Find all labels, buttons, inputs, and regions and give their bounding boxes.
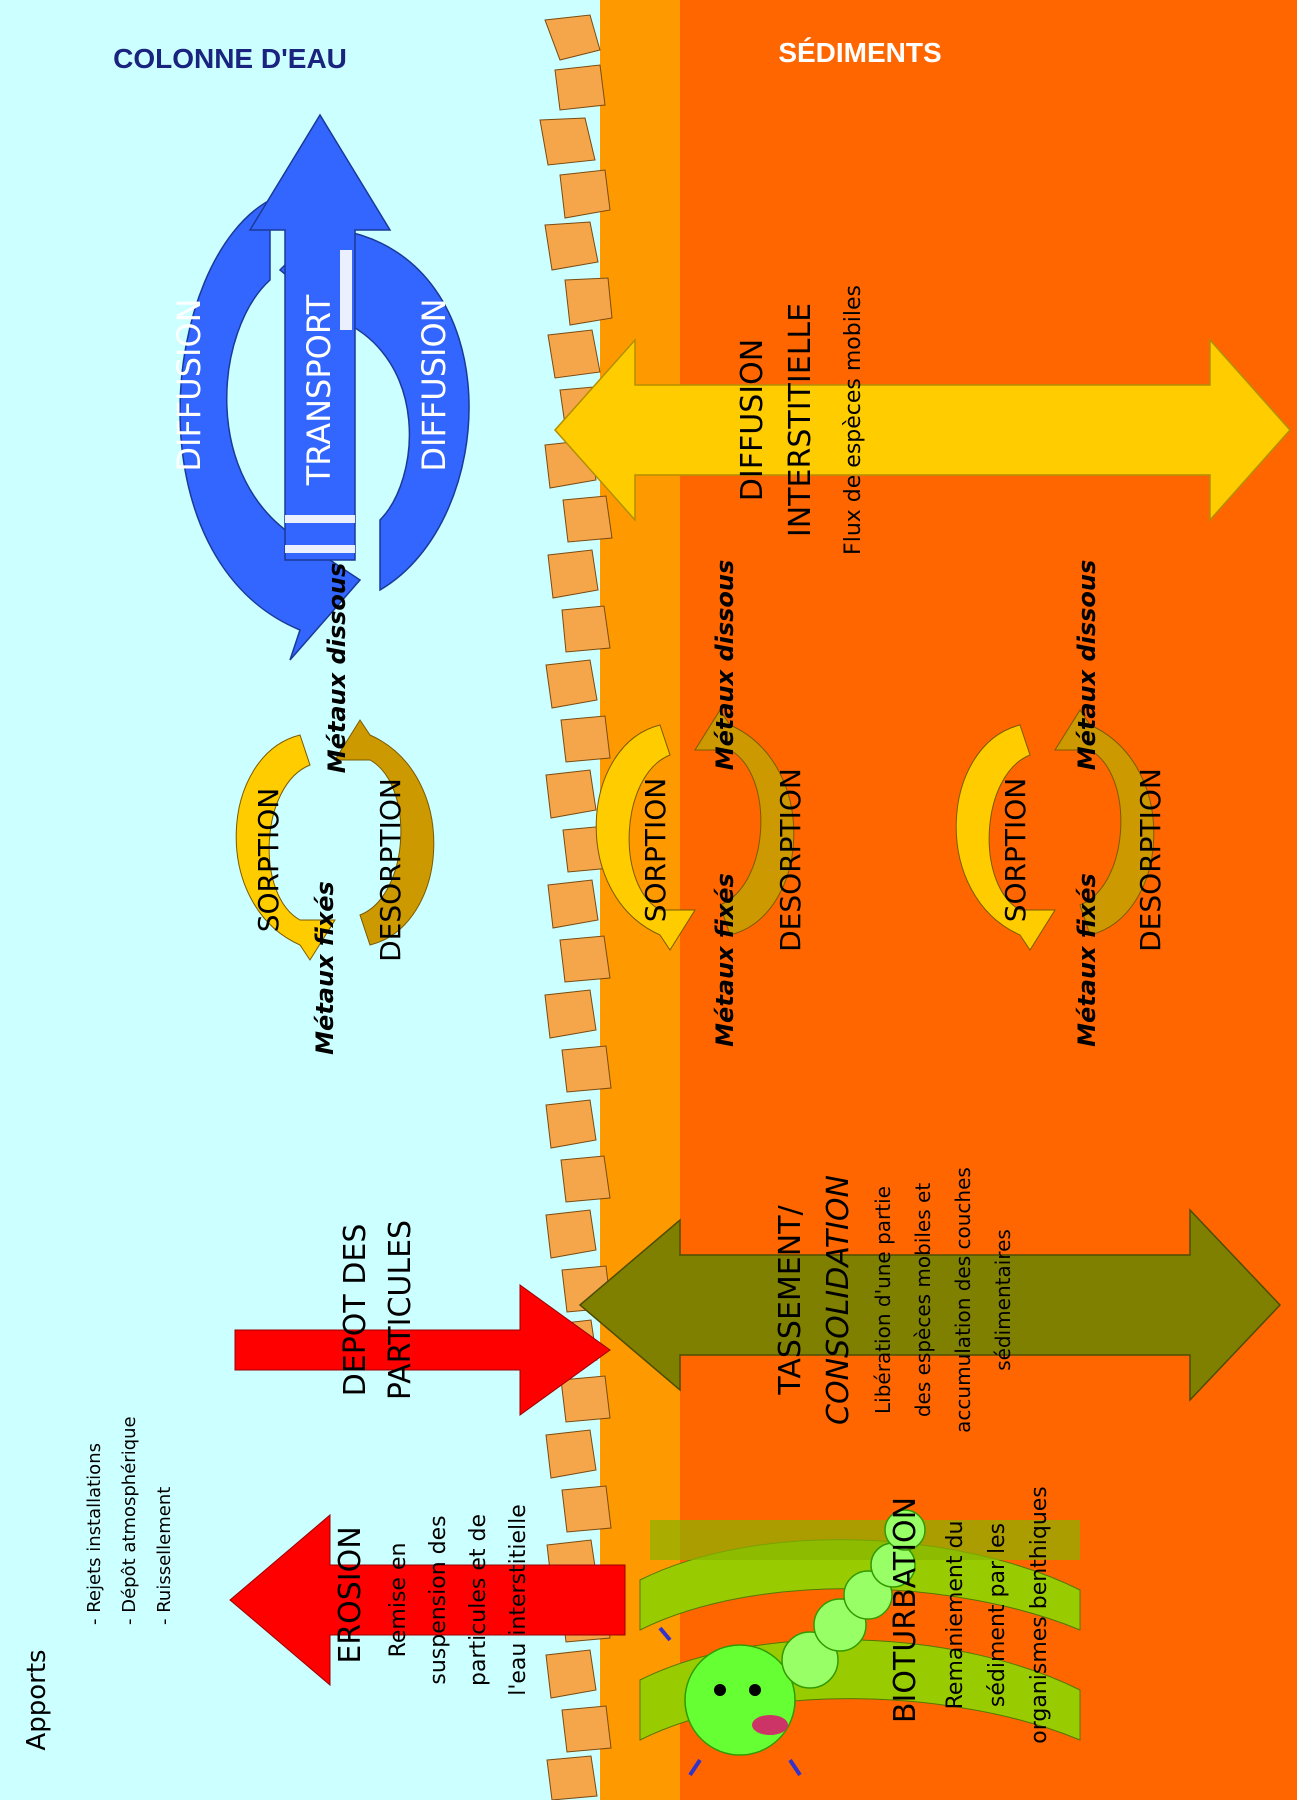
transport-stripe xyxy=(285,545,355,553)
sorption-label: SORPTION xyxy=(252,788,285,933)
transport-stripe xyxy=(340,250,352,330)
depot-line1: DEPOT DES xyxy=(338,1224,373,1397)
erosion-line-4: l'eau interstitielle xyxy=(506,1504,531,1696)
fixed-metals-label: Métaux fixés xyxy=(711,873,739,1047)
sediments-header: SÉDIMENTS xyxy=(778,37,941,68)
sorption-cycle-sediment-2: SORPTION DESORPTION Métaux dissous Métau… xyxy=(955,560,1167,1047)
desorption-label: DESORPTION xyxy=(774,768,807,952)
diffusion-arc-top xyxy=(179,198,362,661)
dissolved-metals-label: Métaux dissous xyxy=(323,563,351,774)
transport-arrow xyxy=(248,113,392,561)
bioturbation-line-3: organismes benthiques xyxy=(1027,1486,1052,1744)
dissolved-metals-label: Métaux dissous xyxy=(1073,560,1101,771)
tassement-detail-3: accumulation des couches xyxy=(951,1167,975,1433)
sorption-label: SORPTION xyxy=(639,778,672,923)
tassement-detail-4: sédimentaires xyxy=(991,1229,1015,1371)
apports-item-2: - Dépôt atmosphérique xyxy=(119,1416,140,1625)
tassement-arrow xyxy=(578,1208,1282,1402)
worm-icon xyxy=(658,1509,926,1777)
apports-title: Apports xyxy=(22,1649,52,1750)
interstitial-diffusion-line1: DIFFUSION xyxy=(735,339,770,501)
depot-line2: PARTICULES xyxy=(383,1220,418,1400)
transport-diffusion-cycle xyxy=(179,113,470,661)
erosion-line-2: suspension des xyxy=(426,1515,451,1684)
tassement-line1: TASSEMENT/ xyxy=(773,1204,808,1395)
water-column-header: COLONNE D'EAU xyxy=(113,43,347,74)
fixed-metals-label: Métaux fixés xyxy=(311,881,339,1055)
bioturbation-line-1: Remaniement du xyxy=(943,1521,968,1710)
sorption-cycle-sediment-1: SORPTION DESORPTION Métaux dissous Métau… xyxy=(595,560,807,1047)
tassement-detail-2: des espèces mobiles et xyxy=(911,1183,935,1417)
transport-label: TRANSPORT xyxy=(300,294,338,486)
transport-stripe xyxy=(285,515,355,523)
interstitial-diffusion-sub: Flux de espèces mobiles xyxy=(841,285,866,555)
erosion-arrow xyxy=(229,1513,626,1687)
diffusion-bottom-label: DIFFUSION xyxy=(415,298,453,471)
interstitial-diffusion-line2: INTERSTITIELLE xyxy=(783,303,818,537)
desorption-label: DESORPTION xyxy=(1134,768,1167,952)
diffusion-top-label: DIFFUSION xyxy=(170,298,208,471)
fixed-metals-label: Métaux fixés xyxy=(1073,873,1101,1047)
sorption-label: SORPTION xyxy=(999,778,1032,923)
apports-item-1: - Rejets installations xyxy=(84,1443,105,1625)
tassement-line2: CONSOLIDATION xyxy=(821,1175,856,1425)
erosion-title: EROSION xyxy=(333,1526,368,1663)
dissolved-metals-label: Métaux dissous xyxy=(711,560,739,771)
bioturbation-title: BIOTURBATION xyxy=(888,1497,923,1723)
tassement-detail-1: Libération d'une partie xyxy=(871,1186,895,1414)
sorption-cycle-water: SORPTION DESORPTION Métaux dissous Métau… xyxy=(235,563,435,1055)
erosion-line-1: Remise en xyxy=(386,1543,411,1658)
bioturbation-line-2: sédiment par les xyxy=(985,1523,1010,1707)
apports-item-3: - Ruissellement xyxy=(154,1487,175,1625)
desorption-label: DESORPTION xyxy=(374,778,407,962)
depot-arrow xyxy=(234,1284,611,1416)
interstitial-diffusion-arrow xyxy=(553,338,1292,522)
erosion-line-3: particules et de xyxy=(466,1514,491,1686)
